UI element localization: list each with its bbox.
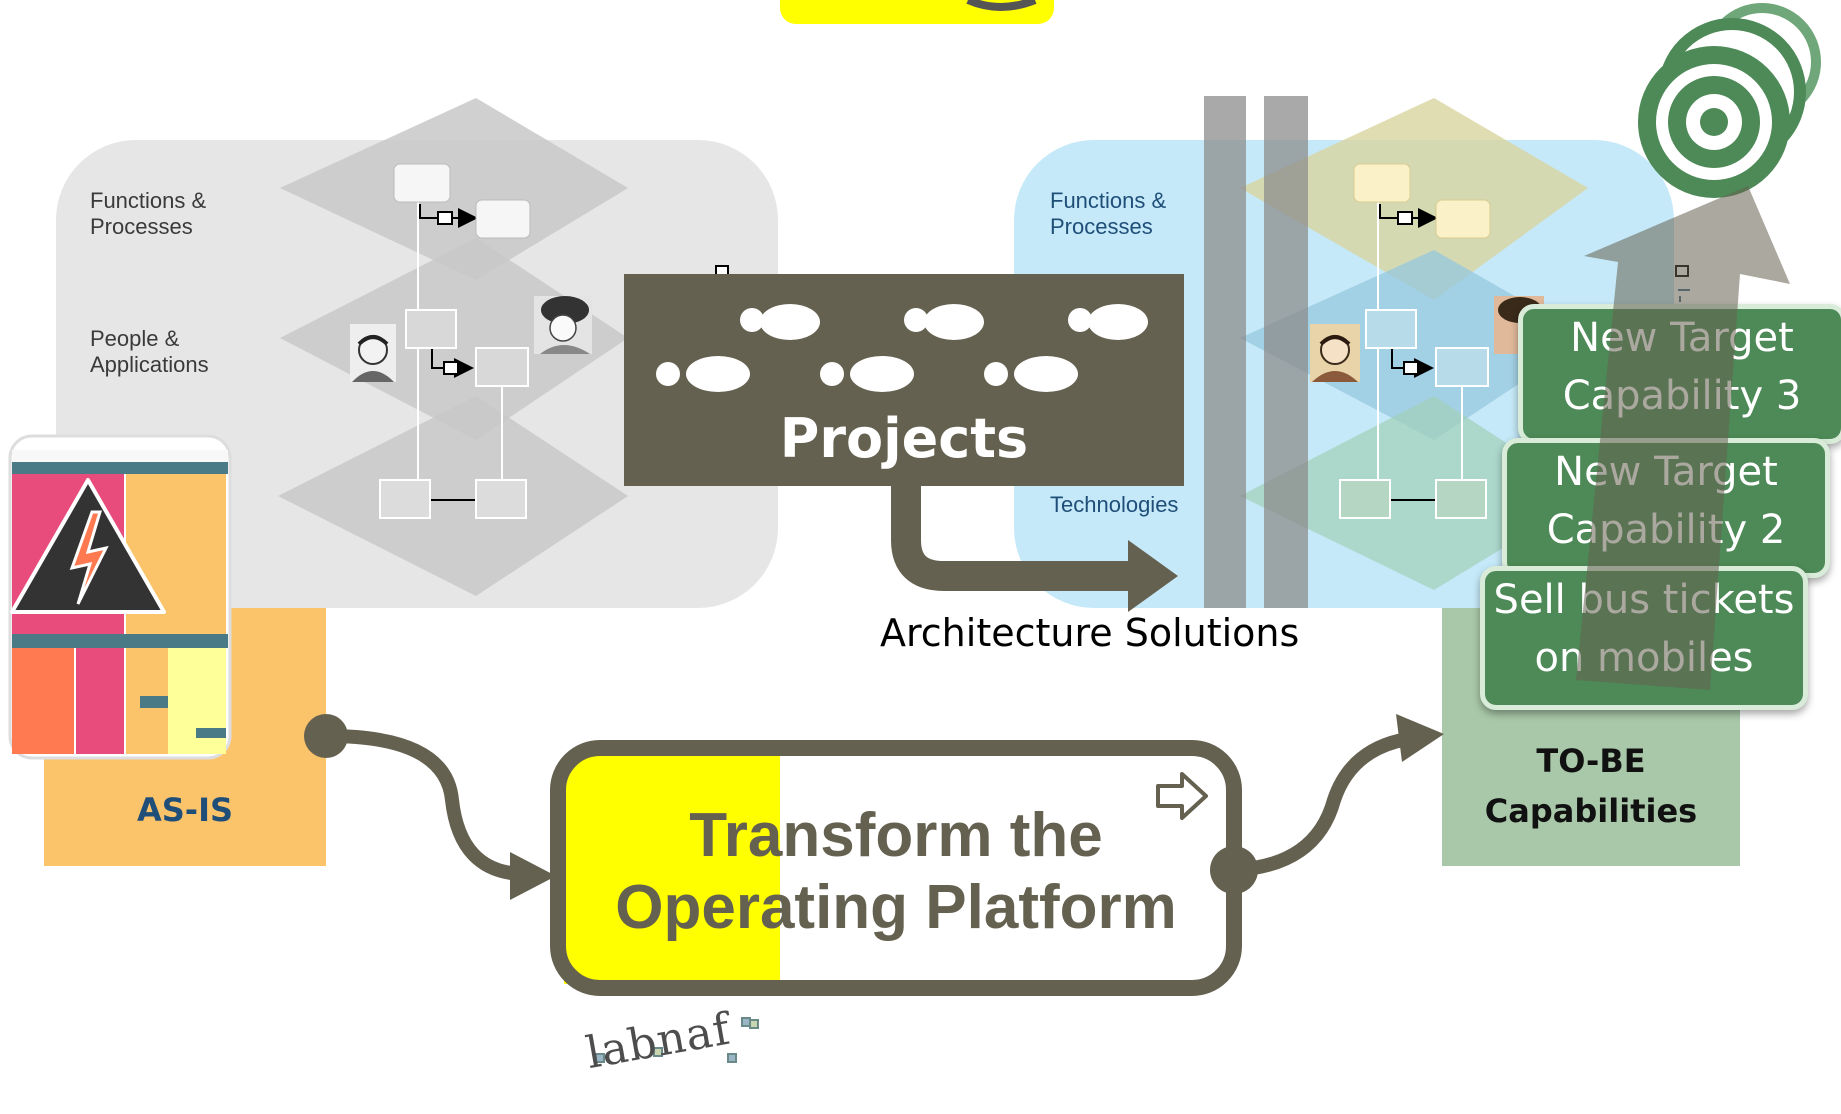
as-is-tech-node-1 (379, 479, 431, 519)
to-be-layer-technologies-label: Technologies (1050, 492, 1179, 517)
to-be-app-node-2 (1435, 347, 1489, 387)
as-is-label: AS-IS (136, 791, 234, 829)
title-glyph-fragment (966, 0, 1037, 11)
projects-label: Projects (779, 407, 1029, 470)
transform-label: Transform the Operating Platform (566, 800, 1226, 944)
as-is-process-node-2 (475, 199, 531, 239)
capability-line-1: Sell bus tickets (1493, 577, 1795, 623)
capability-line-2: on mobiles (1534, 635, 1754, 681)
as-is-app-node-1 (405, 309, 457, 349)
transform-to-to-be-connector (1233, 731, 1416, 877)
as-is-to-transform-connector (327, 729, 523, 881)
architecture-solutions-label: Architecture Solutions (880, 611, 1300, 655)
to-be-label: TO-BE Capabilities (1484, 742, 1698, 830)
to-be-process-node-2 (1435, 199, 1491, 239)
footprints-icon (656, 304, 1148, 392)
target-capability-card-1[interactable]: Sell bus tickets on mobiles (1480, 566, 1808, 710)
as-is-layer-technology (278, 396, 628, 596)
forward-arrow-icon (1156, 772, 1208, 820)
as-is-layer-people-label: People & Applications (90, 326, 209, 377)
target-capability-card-3[interactable]: New Target Capability 3 (1518, 304, 1841, 444)
as-is-layer-functions (280, 98, 628, 280)
warning-icon (10, 478, 166, 614)
target-icon (1638, 3, 1821, 198)
to-be-process-node-1 (1353, 163, 1411, 203)
solution-bar-1 (1204, 96, 1246, 608)
to-be-layer-technology (1240, 396, 1588, 590)
as-is-tech-node-2 (475, 479, 527, 519)
solution-bar-2 (1264, 96, 1308, 608)
as-is-process-node-1 (393, 163, 451, 203)
geisha-portrait-icon (534, 296, 592, 354)
capability-line-2: Capability 3 (1562, 373, 1802, 419)
person-portrait-icon (350, 324, 396, 382)
to-be-app-node-1 (1365, 309, 1417, 349)
labnaf-logo (595, 1017, 759, 1063)
person-portrait-icon (1310, 324, 1360, 382)
transform-label-line-2: Operating Platform (615, 873, 1177, 942)
projects-arrow (891, 486, 1134, 591)
capability-line-2: Capability 2 (1546, 507, 1786, 553)
transform-label-line-1: Transform the (689, 801, 1103, 870)
transform-highlight (564, 756, 780, 984)
as-is-app-node-2 (475, 347, 529, 387)
to-be-tech-node-1 (1339, 479, 1391, 519)
capability-line-1: New Target (1554, 449, 1778, 495)
to-be-layer-functions-label: Functions & Processes (1050, 188, 1167, 239)
as-is-layer-functions-label: Functions & Processes (90, 188, 207, 239)
target-capability-card-2[interactable]: New Target Capability 2 (1502, 438, 1830, 578)
to-be-tech-node-2 (1435, 479, 1487, 519)
capability-line-1: New Target (1570, 315, 1794, 361)
to-be-layer-functions (1240, 98, 1588, 300)
